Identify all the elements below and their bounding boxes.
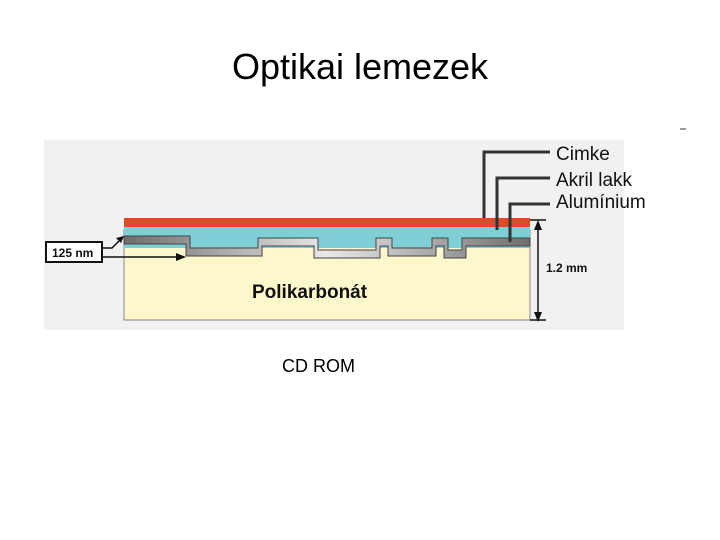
thickness-arrow-bottom <box>534 312 542 322</box>
thickness-label: 1.2 mm <box>546 261 587 275</box>
pit-depth-arrow-upper <box>116 236 124 243</box>
aluminium-layer <box>123 235 531 259</box>
pit-depth-arrow-lower <box>176 253 186 261</box>
pit-depth-box <box>45 241 103 263</box>
polycarbonate-label: Polikarbonát <box>252 282 368 303</box>
thickness-arrow-top <box>534 220 542 230</box>
diagram-caption: CD ROM <box>282 356 355 376</box>
label-layer-name: Cimke <box>556 144 610 165</box>
leader-line-lacquer <box>495 176 550 230</box>
pit-depth-leader-upper <box>102 237 123 249</box>
slide-title: Optikai lemezek <box>231 46 489 87</box>
label-layer <box>124 218 530 227</box>
leader-line-aluminium <box>508 202 550 242</box>
aluminium-layer-name: Alumínium <box>556 192 646 213</box>
acrylic-lacquer-layer <box>124 226 530 248</box>
pit-depth-label: 125 nm <box>52 246 93 260</box>
lacquer-layer-name: Akril lakk <box>556 170 633 191</box>
leader-line-label <box>482 150 550 218</box>
